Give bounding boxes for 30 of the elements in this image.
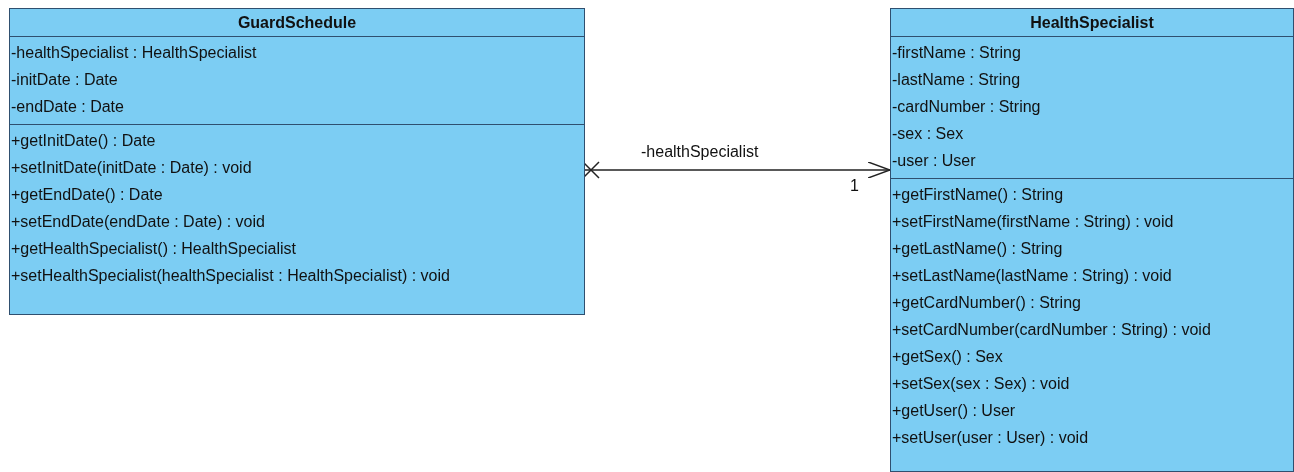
attribute-text: -initDate : Date — [10, 70, 118, 90]
method-text: +getEndDate() : Date — [10, 185, 163, 205]
multiplicity-label: 1 — [850, 177, 859, 195]
attribute-text: -sex : Sex — [891, 124, 964, 144]
attribute-text: -lastName : String — [891, 70, 1021, 90]
method-text: +setCardNumber(cardNumber : String) : void — [891, 320, 1211, 340]
method-text: +getLastName() : String — [891, 239, 1063, 259]
method-text: +setFirstName(firstName : String) : void — [891, 212, 1174, 232]
method-text: +setSex(sex : Sex) : void — [891, 374, 1070, 394]
method-text: +getSex() : Sex — [891, 347, 1003, 367]
edge-label: -healthSpecialist — [641, 143, 759, 161]
method-text: +setInitDate(initDate : Date) : void — [10, 158, 252, 178]
attribute-text: -healthSpecialist : HealthSpecialist — [10, 43, 257, 63]
method-text: +setEndDate(endDate : Date) : void — [10, 212, 265, 232]
attribute-text: -user : User — [891, 151, 976, 171]
method-text: +getHealthSpecialist() : HealthSpecialist — [10, 239, 297, 259]
method-text: +setUser(user : User) : void — [891, 428, 1089, 448]
class-box — [890, 8, 1294, 472]
method-text: +getFirstName() : String — [891, 185, 1064, 205]
method-text: +getUser() : User — [891, 401, 1016, 421]
attribute-text: -endDate : Date — [10, 97, 124, 117]
class-name: HealthSpecialist — [1030, 13, 1154, 33]
attribute-text: -firstName : String — [891, 43, 1021, 63]
class-box — [9, 8, 585, 315]
method-text: +getInitDate() : Date — [10, 131, 156, 151]
method-text: +setLastName(lastName : String) : void — [891, 266, 1172, 286]
class-name: GuardSchedule — [237, 13, 357, 33]
attribute-text: -cardNumber : String — [891, 97, 1041, 117]
method-text: +getCardNumber() : String — [891, 293, 1081, 313]
method-text: +setHealthSpecialist(healthSpecialist : HealthSpecialist) : void — [10, 266, 450, 286]
